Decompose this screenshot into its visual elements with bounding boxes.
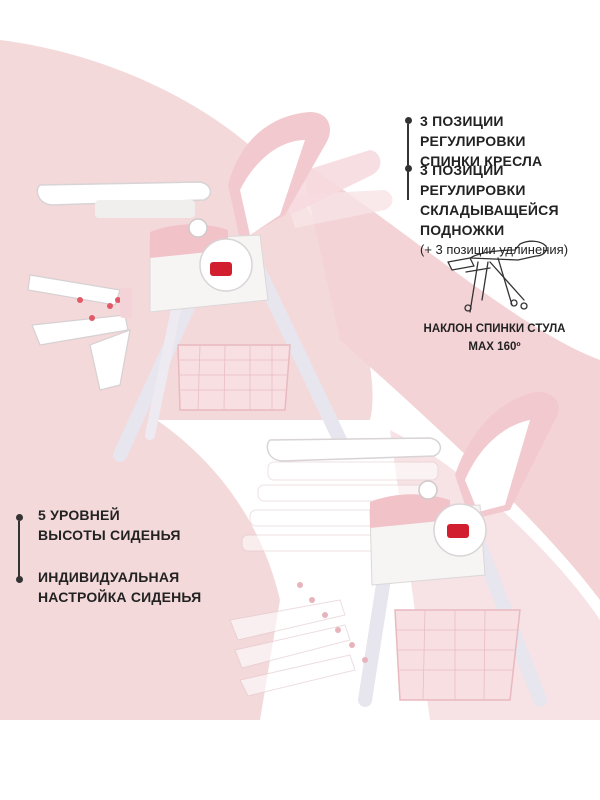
feature-height-line1: 5 УРОВНЕЙ [38, 507, 120, 523]
bottom-highchair-image [229, 391, 559, 707]
bullet-height [16, 514, 23, 521]
tilt-caption-line1: НАКЛОН СПИНКИ СТУЛА [423, 323, 566, 335]
tilt-caption: НАКЛОН СПИНКИ СТУЛА MAX 160º [412, 320, 577, 356]
pink-swoosh-lower [0, 360, 280, 720]
feature-custom: ИНДИВИДУАЛЬНАЯ НАСТРОЙКА СИДЕНЬЯ [38, 567, 201, 607]
feature-height: 5 УРОВНЕЙ ВЫСОТЫ СИДЕНЬЯ [38, 505, 181, 545]
feature-footrest-line1: 3 ПОЗИЦИИ РЕГУЛИРОВКИ [420, 162, 526, 198]
bullet-footrest [405, 165, 412, 172]
feature-custom-line1: ИНДИВИДУАЛЬНАЯ [38, 569, 180, 585]
feature-footrest-line3: (+ 3 позиции удлинения) [420, 242, 569, 257]
tilt-caption-line2: MAX 160º [468, 341, 521, 353]
feature-backrest-line1: 3 ПОЗИЦИИ РЕГУЛИРОВКИ [420, 113, 526, 149]
bullet-custom [16, 576, 23, 583]
feature-backrest-line2: СПИНКИ КРЕСЛА [420, 153, 543, 169]
divider-line-bottom [18, 521, 20, 579]
top-highchair-image [27, 112, 393, 462]
divider-line-top [407, 124, 409, 200]
chair-outline-icon [447, 240, 548, 313]
feature-height-line2: ВЫСОТЫ СИДЕНЬЯ [38, 527, 181, 543]
pink-swoosh-upper-right [300, 160, 600, 600]
feature-backrest: 3 ПОЗИЦИИ РЕГУЛИРОВКИ СПИНКИ КРЕСЛА [420, 111, 600, 171]
feature-custom-line2: НАСТРОЙКА СИДЕНЬЯ [38, 589, 202, 605]
feature-footrest-line2: СКЛАДЫВАЩЕЙСЯ ПОДНОЖКИ [420, 202, 559, 238]
bullet-backrest [405, 117, 412, 124]
feature-footrest: 3 ПОЗИЦИИ РЕГУЛИРОВКИ СКЛАДЫВАЩЕЙСЯ ПОДН… [420, 160, 600, 260]
